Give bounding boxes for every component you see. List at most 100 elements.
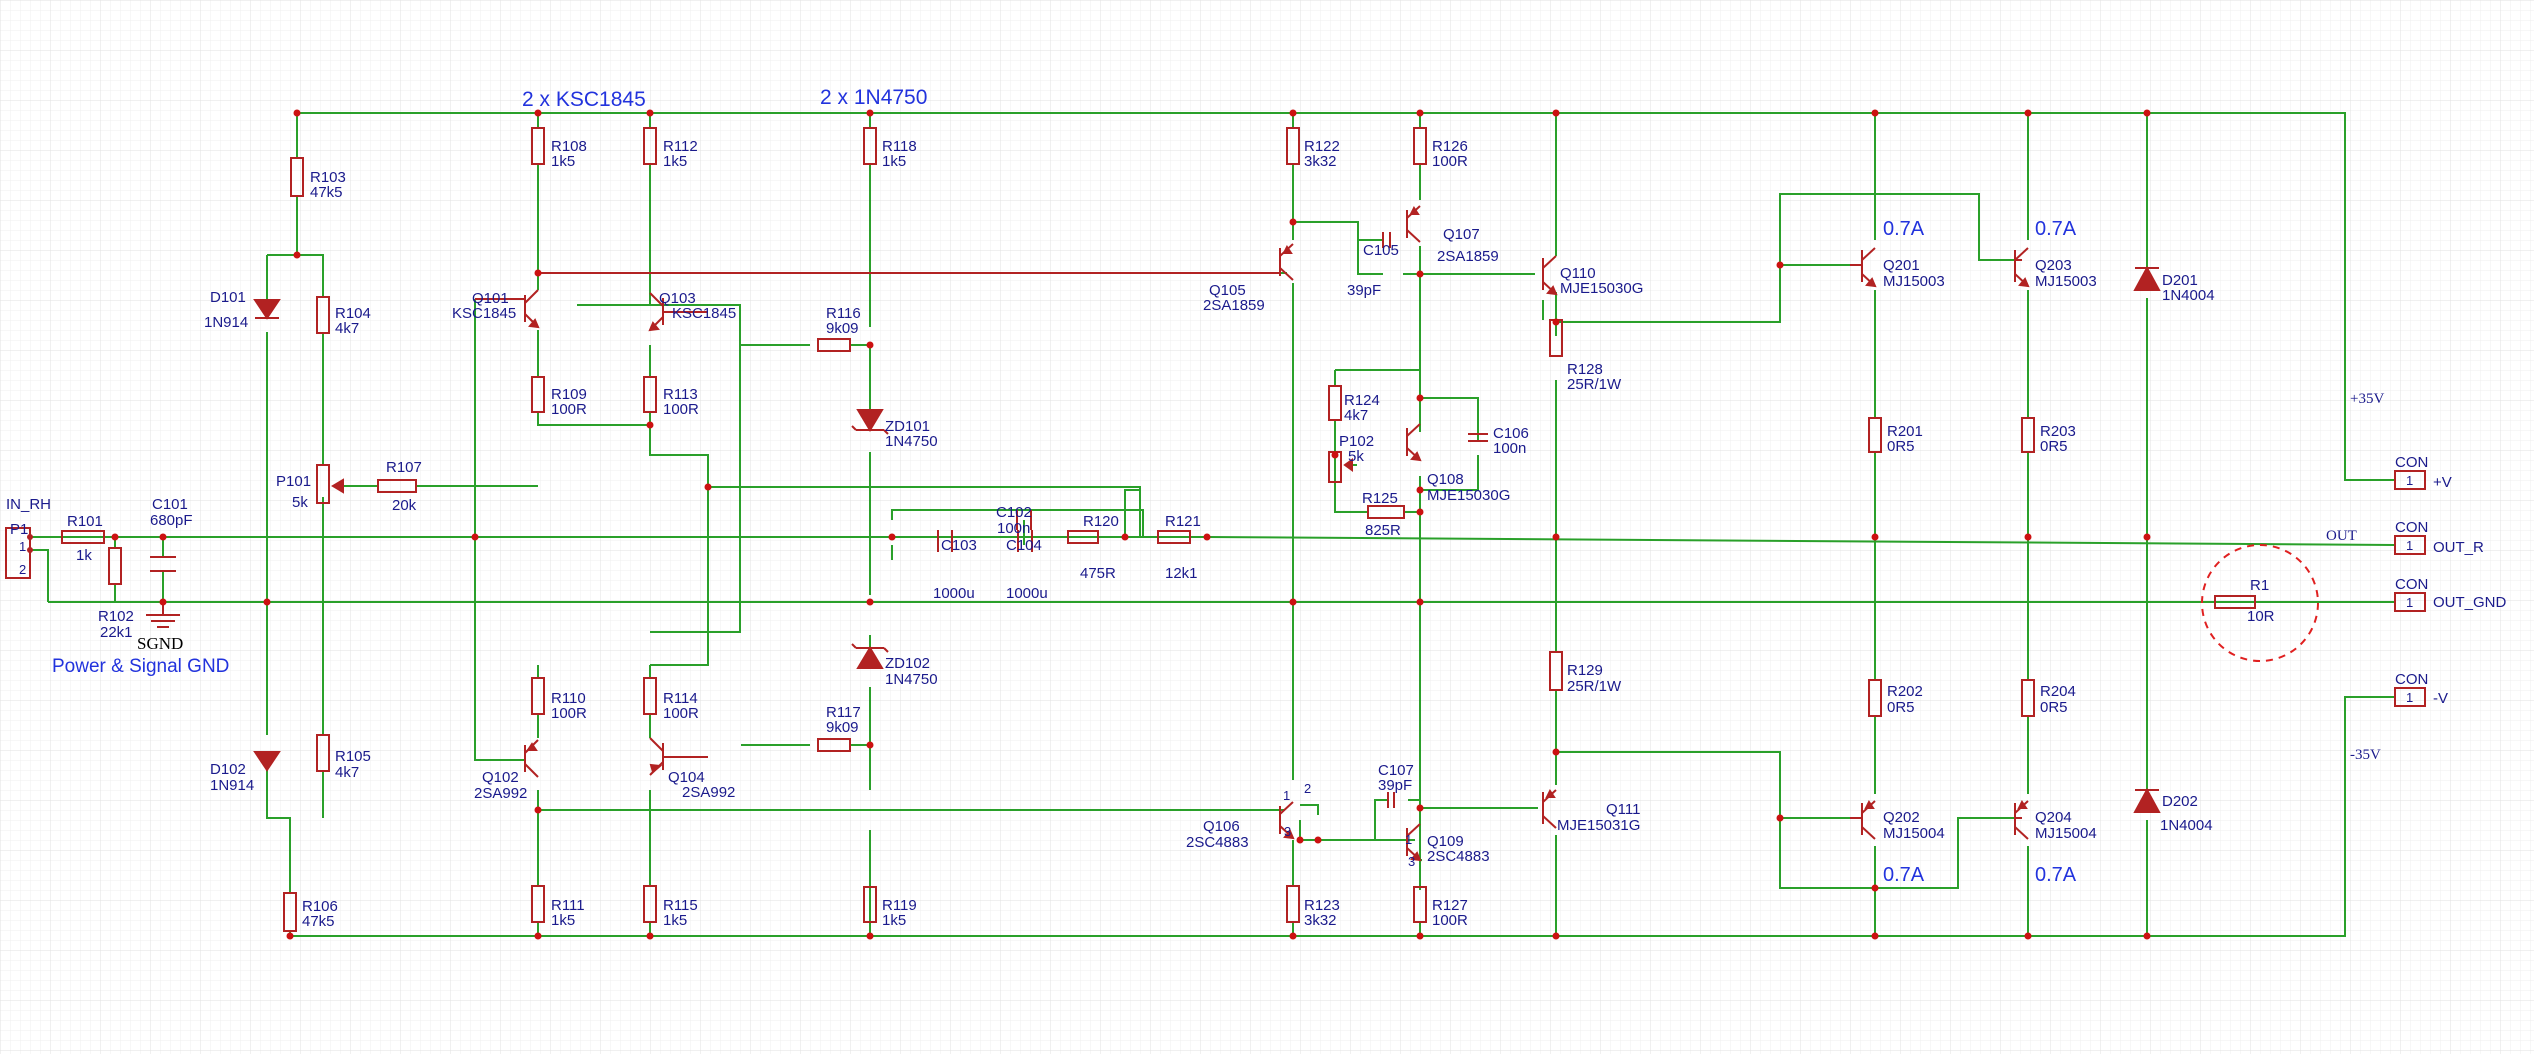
- junction-dot: [1416, 486, 1424, 494]
- junction-dot: [1416, 804, 1424, 812]
- q109-val: 2SC4883: [1427, 848, 1490, 865]
- r114-val: 100R: [663, 705, 699, 722]
- q102-ref: Q102: [482, 769, 519, 786]
- r127-val: 100R: [1432, 912, 1468, 929]
- junction-dot: [1314, 836, 1322, 844]
- junction-dot: [534, 932, 542, 940]
- junction-dot: [1289, 109, 1297, 117]
- q101-ref: Q101: [472, 290, 509, 307]
- junction-dot: [1331, 451, 1339, 459]
- q203-val: MJ15003: [2035, 273, 2097, 290]
- junction-dot: [534, 806, 542, 814]
- junction-dot: [534, 269, 542, 277]
- con2-pin: 1: [2406, 538, 2413, 553]
- q104-ref: Q104: [668, 769, 705, 786]
- r117-val: 9k09: [826, 719, 859, 736]
- labels: 2 x KSC1845 2 x 1N4750 IN_RH P1 1 2 SGND…: [6, 86, 2507, 930]
- r112-ref: R112: [663, 138, 698, 155]
- p101-val: 5k: [292, 494, 308, 511]
- r118-val: 1k5: [882, 153, 906, 170]
- r204-ref: R204: [2040, 683, 2076, 700]
- c106-val: 100n: [1493, 440, 1526, 457]
- p1-pin2: [27, 547, 33, 553]
- current-q204: 0.7A: [2035, 864, 2077, 886]
- junction-dot: [293, 109, 301, 117]
- q109-pin1: 1: [1405, 832, 1412, 847]
- q106-pin2: 2: [1304, 781, 1311, 796]
- r115-ref: R115: [663, 897, 698, 914]
- q109-pin3: 3: [1408, 854, 1415, 869]
- con4-pin: 1: [2406, 690, 2413, 705]
- r111-ref: R111: [551, 897, 585, 914]
- q108-val: MJE15030G: [1427, 487, 1510, 504]
- junction-dot: [866, 109, 874, 117]
- r128-ref: R128: [1567, 361, 1603, 378]
- c101-ref: C101: [152, 496, 188, 513]
- con1-pin: 1: [2406, 473, 2413, 488]
- r113-val: 100R: [663, 401, 699, 418]
- r112-val: 1k5: [663, 153, 687, 170]
- r202-val: 0R5: [1887, 699, 1915, 716]
- current-q201: 0.7A: [1883, 218, 1925, 240]
- r104-ref: R104: [335, 305, 371, 322]
- d201-ref: D201: [2162, 272, 2198, 289]
- d102-val: 1N914: [210, 777, 254, 794]
- c107-ref: C107: [1378, 762, 1414, 779]
- con2-label: CON: [2395, 519, 2428, 536]
- zd101-ref: ZD101: [885, 418, 930, 435]
- r126-ref: R126: [1432, 138, 1468, 155]
- p102-val: 5k: [1348, 448, 1364, 465]
- r124-ref: R124: [1344, 392, 1380, 409]
- current-q202: 0.7A: [1883, 864, 1925, 886]
- q110-val: MJE15030G: [1560, 280, 1643, 297]
- d202-val: 1N4004: [2160, 817, 2213, 834]
- r122-val: 3k32: [1304, 153, 1337, 170]
- c101-val: 680pF: [150, 512, 193, 529]
- r120-val: 475R: [1080, 565, 1116, 582]
- r126-val: 100R: [1432, 153, 1468, 170]
- q104-val: 2SA992: [682, 784, 735, 801]
- junction-dot: [1416, 508, 1424, 516]
- junction-dot: [1552, 932, 1560, 940]
- r110-ref: R110: [551, 690, 586, 707]
- junction-dot: [471, 533, 479, 541]
- r111-val: 1k5: [551, 912, 575, 929]
- c102-ref: C102: [996, 504, 1032, 521]
- p1-pin1-num: 1: [19, 539, 26, 554]
- q204-val: MJ15004: [2035, 825, 2097, 842]
- r107-val: 20k: [392, 497, 417, 514]
- r128-val: 25R/1W: [1567, 376, 1622, 393]
- junction-dot: [1203, 533, 1211, 541]
- junction-dot: [286, 932, 294, 940]
- junction-dot: [111, 533, 119, 541]
- r116-val: 9k09: [826, 320, 859, 337]
- con3-pin: 1: [2406, 595, 2413, 610]
- ksc-label: 2 x KSC1845: [522, 88, 646, 111]
- q105-val: 2SA1859: [1203, 297, 1265, 314]
- sgnd-label: SGND: [137, 634, 183, 653]
- r120-ref: R120: [1083, 513, 1119, 530]
- r125-ref: R125: [1362, 490, 1398, 507]
- junction-dot: [2024, 932, 2032, 940]
- r121-val: 12k1: [1165, 565, 1198, 582]
- r129-ref: R129: [1567, 662, 1603, 679]
- c103-ref: C103: [941, 537, 977, 554]
- r101-ref: R101: [67, 513, 103, 530]
- c105-val: 39pF: [1347, 282, 1381, 299]
- con2-net: OUT_R: [2433, 539, 2484, 556]
- power-gnd-label: Power & Signal GND: [52, 656, 229, 677]
- c103-val: 1000u: [933, 585, 975, 602]
- r105-val: 4k7: [335, 764, 359, 781]
- wires: [30, 112, 2396, 937]
- q110-ref: Q110: [1560, 265, 1596, 282]
- junction-dot: [646, 932, 654, 940]
- junction-dot: [1871, 884, 1879, 892]
- c106-ref: C106: [1493, 425, 1529, 442]
- zd-label: 2 x 1N4750: [820, 86, 927, 109]
- c102-val: 100n: [997, 520, 1030, 537]
- con3-label: CON: [2395, 576, 2428, 593]
- r125-val: 825R: [1365, 522, 1401, 539]
- q201-ref: Q201: [1883, 257, 1920, 274]
